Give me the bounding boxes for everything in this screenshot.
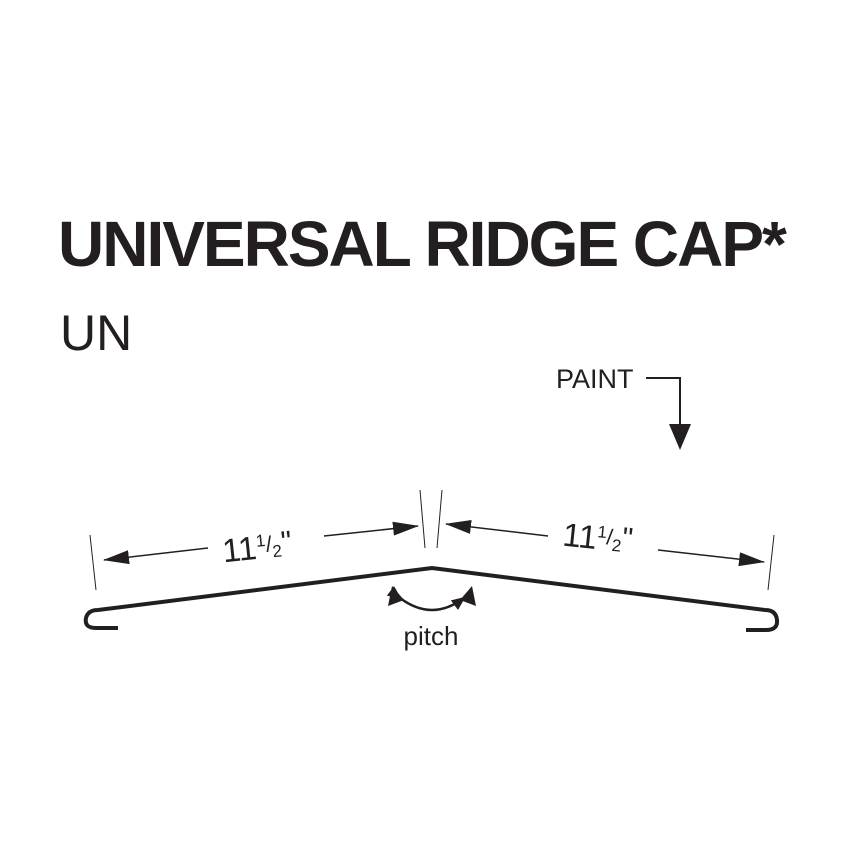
pitch-label: pitch [404,621,459,651]
center-extension-line-left [419,489,426,549]
product-code: UN [60,305,133,361]
right-extension-line [767,534,775,591]
paint-arrow-icon [669,424,691,450]
left-extension-line [89,534,97,591]
left-dimension-arrow-left [103,547,209,565]
right-dimension-label: 111/2" [561,516,634,560]
left-dimension-label: 111/2" [220,525,293,569]
left-dimension-arrow-right [323,521,419,537]
right-dimension-arrow-right [657,549,765,567]
paint-leader-line [646,377,681,428]
paint-label: PAINT [556,364,634,394]
pitch-arc [386,586,466,612]
ridge-cap-profile [83,565,780,632]
product-title: UNIVERSAL RIDGE CAP* [58,208,787,280]
center-extension-line-right [436,489,443,549]
pitch-arrow-right-icon [460,586,476,606]
pitch-arrow-left-icon [388,586,404,606]
right-dimension-arrow-left [445,519,549,537]
